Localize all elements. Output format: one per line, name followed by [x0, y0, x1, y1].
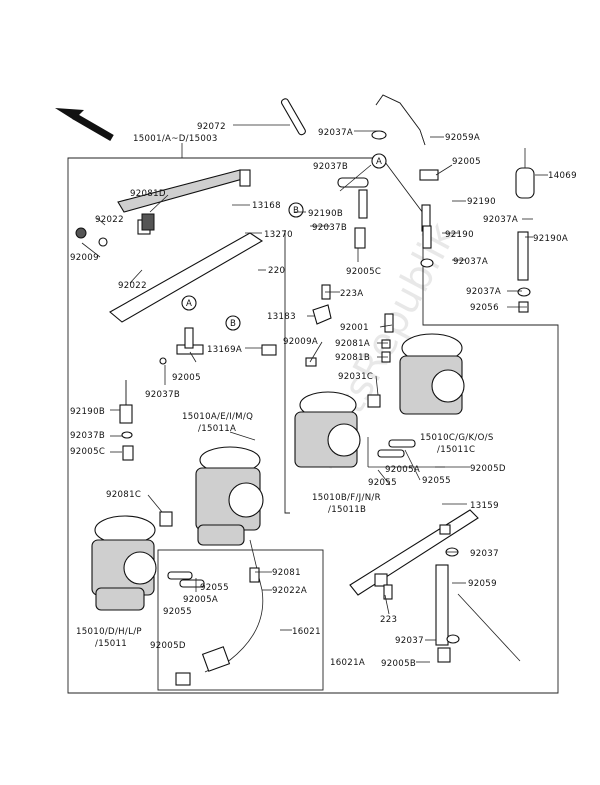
- label-15011b: /15011B: [328, 505, 366, 515]
- svg-text:A: A: [186, 299, 192, 309]
- label-92009a: 92009A: [283, 337, 318, 347]
- label-92001: 92001: [340, 323, 369, 333]
- label-15010d: 15010/D/H/L/P: [76, 627, 142, 637]
- label-92055-left1: 92055: [200, 583, 229, 593]
- label-92081c: 92081C: [106, 490, 141, 500]
- leader-lines: [81, 124, 548, 663]
- label-92031c: 92031C: [338, 372, 373, 382]
- label-92005c-low: 92005C: [70, 447, 105, 457]
- callout-A-mid: A: [181, 295, 197, 311]
- callout-B-mid: B: [225, 315, 241, 331]
- label-92059: 92059: [468, 579, 497, 589]
- label-92005d-left: 92005D: [150, 641, 186, 651]
- label-92055-left2: 92055: [163, 607, 192, 617]
- label-16021a: 16021A: [330, 658, 365, 668]
- svg-text:B: B: [293, 206, 299, 216]
- label-220: 220: [268, 266, 285, 276]
- label-92190b-top: 92190B: [308, 209, 343, 219]
- carburetor-1: [91, 515, 157, 611]
- carburetor-3: [294, 391, 361, 468]
- svg-text:B: B: [230, 319, 236, 329]
- label-15010b: 15010B/F/J/N/R: [312, 493, 381, 503]
- label-92056: 92056: [470, 303, 499, 313]
- label-223: 223: [380, 615, 397, 625]
- label-92081b: 92081B: [335, 353, 370, 363]
- part-labels: 92072 15001/A~D/15003 92037A 92059A 9200…: [70, 122, 577, 669]
- label-13159: 13159: [470, 501, 499, 511]
- direction-arrow: [55, 108, 114, 142]
- label-13168: 13168: [252, 201, 281, 211]
- callout-B-top: B: [288, 202, 304, 218]
- label-15011a: /15011A: [198, 424, 236, 434]
- label-92005d-right: 92005D: [470, 464, 506, 474]
- svg-text:A: A: [376, 157, 382, 167]
- label-223a: 223A: [340, 289, 363, 299]
- label-92005b: 92005B: [381, 659, 416, 669]
- label-92037-low: 92037: [395, 636, 424, 646]
- label-92081a: 92081A: [335, 339, 370, 349]
- label-92037a-mid2: 92037A: [453, 257, 488, 267]
- label-92005a-left: 92005A: [183, 595, 218, 605]
- label-92190b-low: 92190B: [70, 407, 105, 417]
- label-92190-a: 92190: [467, 197, 496, 207]
- throttle-cable-part: [175, 539, 264, 686]
- label-92005-mid: 92005: [172, 373, 201, 383]
- label-92022-top: 92022: [95, 215, 124, 225]
- label-92081d: 92081D: [130, 189, 166, 199]
- label-92190a: 92190A: [533, 234, 568, 244]
- label-92009: 92009: [70, 253, 99, 263]
- label-13183: 13183: [267, 312, 296, 322]
- label-92055-right2: 92055: [422, 476, 451, 486]
- label-92005c-top: 92005C: [346, 267, 381, 277]
- label-15010a: 15010A/E/I/M/Q: [182, 412, 253, 422]
- label-13270: 13270: [264, 230, 293, 240]
- label-13169a: 13169A: [207, 345, 242, 355]
- assembly-frame-inner: [157, 230, 324, 691]
- callout-A-top: A: [371, 153, 387, 169]
- label-15001: 15001/A~D/15003: [133, 134, 218, 144]
- label-92081: 92081: [272, 568, 301, 578]
- label-92037b-low: 92037B: [145, 390, 180, 400]
- label-92037b-top: 92037B: [313, 162, 348, 172]
- label-92037b-lower: 92037B: [70, 431, 105, 441]
- label-15011: /15011: [95, 639, 127, 649]
- label-92059a: 92059A: [445, 133, 480, 143]
- label-92037a-top: 92037A: [318, 128, 353, 138]
- label-92055-right1: 92055: [368, 478, 397, 488]
- label-92005a-right: 92005A: [385, 465, 420, 475]
- carburetor-4: [399, 333, 465, 415]
- carburetor-2: [195, 446, 264, 546]
- fuel-rail-upper: [109, 169, 264, 323]
- label-15010c: 15010C/G/K/O/S: [420, 433, 494, 443]
- label-92037-right: 92037: [470, 549, 499, 559]
- label-92037a-low: 92037A: [466, 287, 501, 297]
- label-92037b-mid: 92037B: [312, 223, 347, 233]
- label-16021: 16021: [292, 627, 321, 637]
- label-15011c: /15011C: [437, 445, 475, 455]
- label-92072: 92072: [197, 122, 226, 132]
- label-92022a: 92022A: [272, 586, 307, 596]
- fuel-rail-lower: [349, 509, 479, 596]
- label-92037a-mid: 92037A: [483, 215, 518, 225]
- label-92190-b: 92190: [445, 230, 474, 240]
- label-92005: 92005: [452, 157, 481, 167]
- label-92022-mid: 92022: [118, 281, 147, 291]
- label-14069: 14069: [548, 171, 577, 181]
